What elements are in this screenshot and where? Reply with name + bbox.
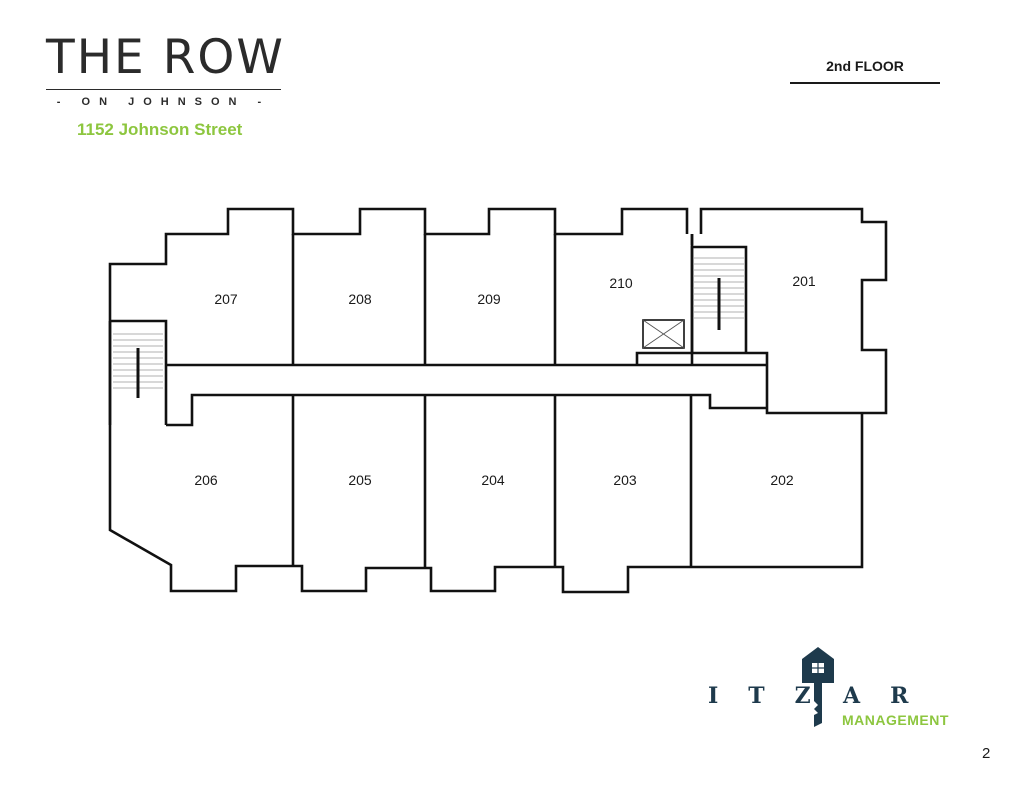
stair-left-enclosure (108, 319, 168, 425)
unit-label-201: 201 (792, 273, 816, 289)
address: 1152 Johnson Street (77, 120, 243, 139)
unit-201-wall (690, 207, 888, 415)
house-key-icon (802, 647, 834, 727)
corridor (164, 363, 767, 427)
elevator-icon (642, 319, 685, 349)
floor-label: 2nd FLOOR (826, 58, 904, 74)
unit-label-209: 209 (477, 291, 501, 307)
south-wall (108, 413, 864, 594)
brand-divider (46, 89, 281, 90)
unit-label-206: 206 (194, 472, 218, 488)
logo-management: MANAGEMENT (842, 712, 949, 728)
unit-label-207: 207 (214, 291, 238, 307)
logo-text-left: ITZ (708, 683, 841, 709)
unit-label-205: 205 (348, 472, 372, 488)
logo-text-right: AR (843, 683, 939, 709)
floor-divider (790, 82, 940, 84)
elevator-wall (635, 351, 692, 365)
page-number: 2 (982, 745, 991, 762)
unit-label-202: 202 (770, 472, 794, 488)
unit-label-203: 203 (613, 472, 637, 488)
brand-title: THE ROW (46, 30, 285, 85)
unit-label-210: 210 (609, 275, 633, 291)
north-wall (108, 207, 689, 425)
unit-label-204: 204 (481, 472, 505, 488)
brand-subtitle: - ON JOHNSON - (56, 96, 271, 108)
unit-label-208: 208 (348, 291, 372, 307)
